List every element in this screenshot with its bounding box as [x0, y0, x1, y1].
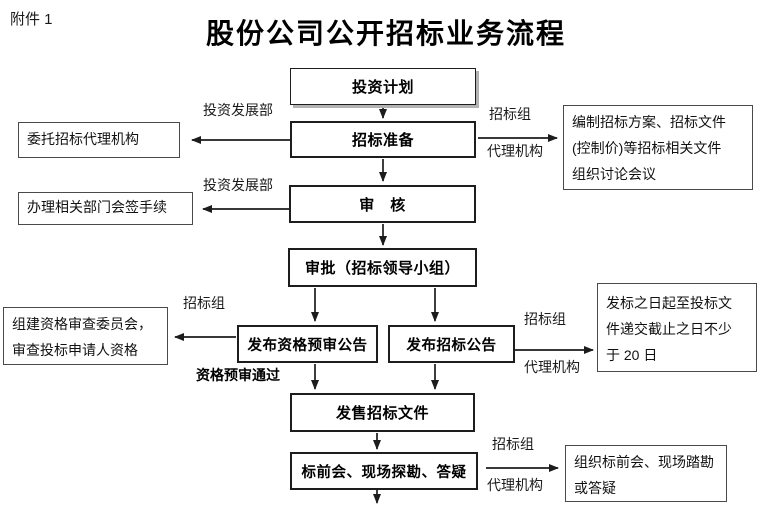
side-box-prepare-documents: 编制招标方案、招标文件 (控制价)等招标相关文件 组织讨论会议: [563, 105, 753, 190]
side-box-qualification-committee: 组建资格审查委员会， 审查投标申请人资格: [3, 307, 168, 365]
flow-box-approval: 审批（招标领导小组）: [288, 248, 477, 287]
label-agency-2: 代理机构: [524, 359, 580, 375]
page-title: 股份公司公开招标业务流程: [206, 19, 567, 50]
label-agency-3: 代理机构: [487, 477, 543, 493]
flow-box-prebid-meeting: 标前会、现场探勘、答疑: [290, 452, 478, 490]
label-investment-dev-dept-2: 投资发展部: [203, 177, 273, 193]
attachment-label: 附件 1: [10, 11, 53, 28]
label-bid-group-4: 招标组: [492, 436, 534, 452]
label-prequalification-passed: 资格预审通过: [196, 367, 280, 383]
label-bid-group-3: 招标组: [524, 311, 566, 327]
side-box-countersign: 办理相关部门会签手续: [18, 192, 193, 225]
flow-box-prequalification-announcement: 发布资格预审公告: [237, 325, 378, 363]
flow-box-bid-preparation: 招标准备: [290, 121, 476, 158]
label-investment-dev-dept-1: 投资发展部: [203, 102, 273, 118]
label-bid-group-2: 招标组: [183, 295, 225, 311]
flow-box-bid-announcement: 发布招标公告: [388, 325, 515, 363]
side-box-entrust-agency: 委托招标代理机构: [18, 122, 180, 158]
flow-box-investment-plan: 投资计划: [290, 68, 476, 105]
flow-box-sell-bid-documents: 发售招标文件: [290, 393, 475, 432]
flow-box-review: 审 核: [289, 185, 476, 223]
label-bid-group-1: 招标组: [489, 106, 531, 122]
label-agency-1: 代理机构: [487, 143, 543, 159]
side-box-twenty-days: 发标之日起至投标文 件递交截止之日不少 于 20 日: [597, 283, 757, 372]
side-box-organize-prebid: 组织标前会、现场踏勘 或答疑: [565, 445, 727, 502]
